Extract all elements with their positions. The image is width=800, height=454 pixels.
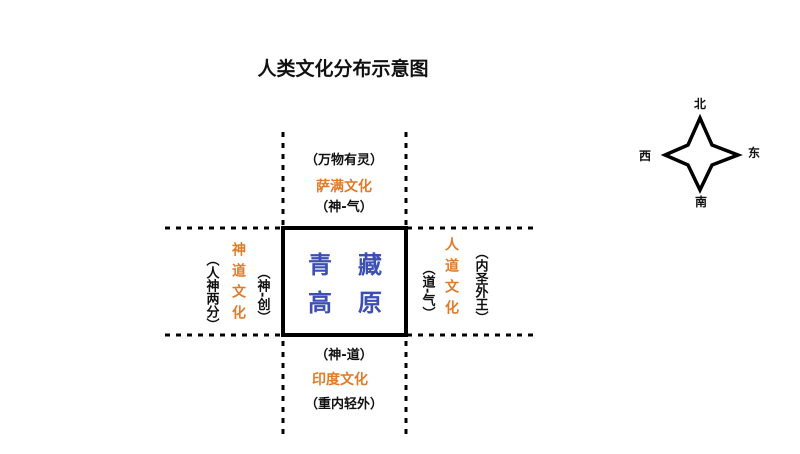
center-char-4: 原 — [358, 289, 382, 317]
east-region: （道-气） 人道文化 （内圣外王） — [420, 236, 490, 324]
north-region: （万物有灵） 萨满文化 （神-气） — [305, 152, 383, 215]
west-inner-note: （神-创） — [255, 266, 272, 323]
west-culture-name: 神道文化 — [230, 241, 246, 326]
south-bottom-note: （重内轻外） — [305, 396, 383, 412]
compass-north: 北 — [694, 96, 706, 111]
south-culture-name: 印度文化 — [312, 371, 368, 388]
east-inner-note: （道-气） — [420, 262, 437, 319]
north-top-note: （万物有灵） — [305, 152, 383, 168]
south-region: （神-道） 印度文化 （重内轻外） — [305, 347, 383, 412]
center-char-3: 高 — [308, 289, 332, 317]
north-culture-name: 萨满文化 — [316, 178, 372, 195]
east-culture-name: 人道文化 — [443, 236, 459, 321]
compass-star-icon — [660, 113, 743, 195]
north-bottom-note: （神-气） — [315, 199, 372, 215]
center-char-2: 藏 — [358, 251, 382, 279]
compass: 北 南 西 东 — [639, 96, 760, 209]
diagram-title: 人类文化分布示意图 — [257, 57, 428, 80]
center-char-1: 青 — [308, 251, 332, 279]
west-region: （人神两分） 神道文化 （神-创） — [204, 241, 272, 331]
compass-south: 南 — [695, 194, 707, 209]
dashed-grid-lines — [165, 132, 538, 438]
south-top-note: （神-道） — [315, 347, 372, 363]
west-outer-note: （人神两分） — [204, 253, 221, 331]
east-outer-note: （内圣外王） — [473, 246, 490, 324]
compass-west: 西 — [639, 149, 651, 163]
compass-east: 东 — [748, 145, 760, 160]
center-box — [281, 226, 408, 337]
center-label: 青 藏 高 原 — [308, 251, 382, 317]
